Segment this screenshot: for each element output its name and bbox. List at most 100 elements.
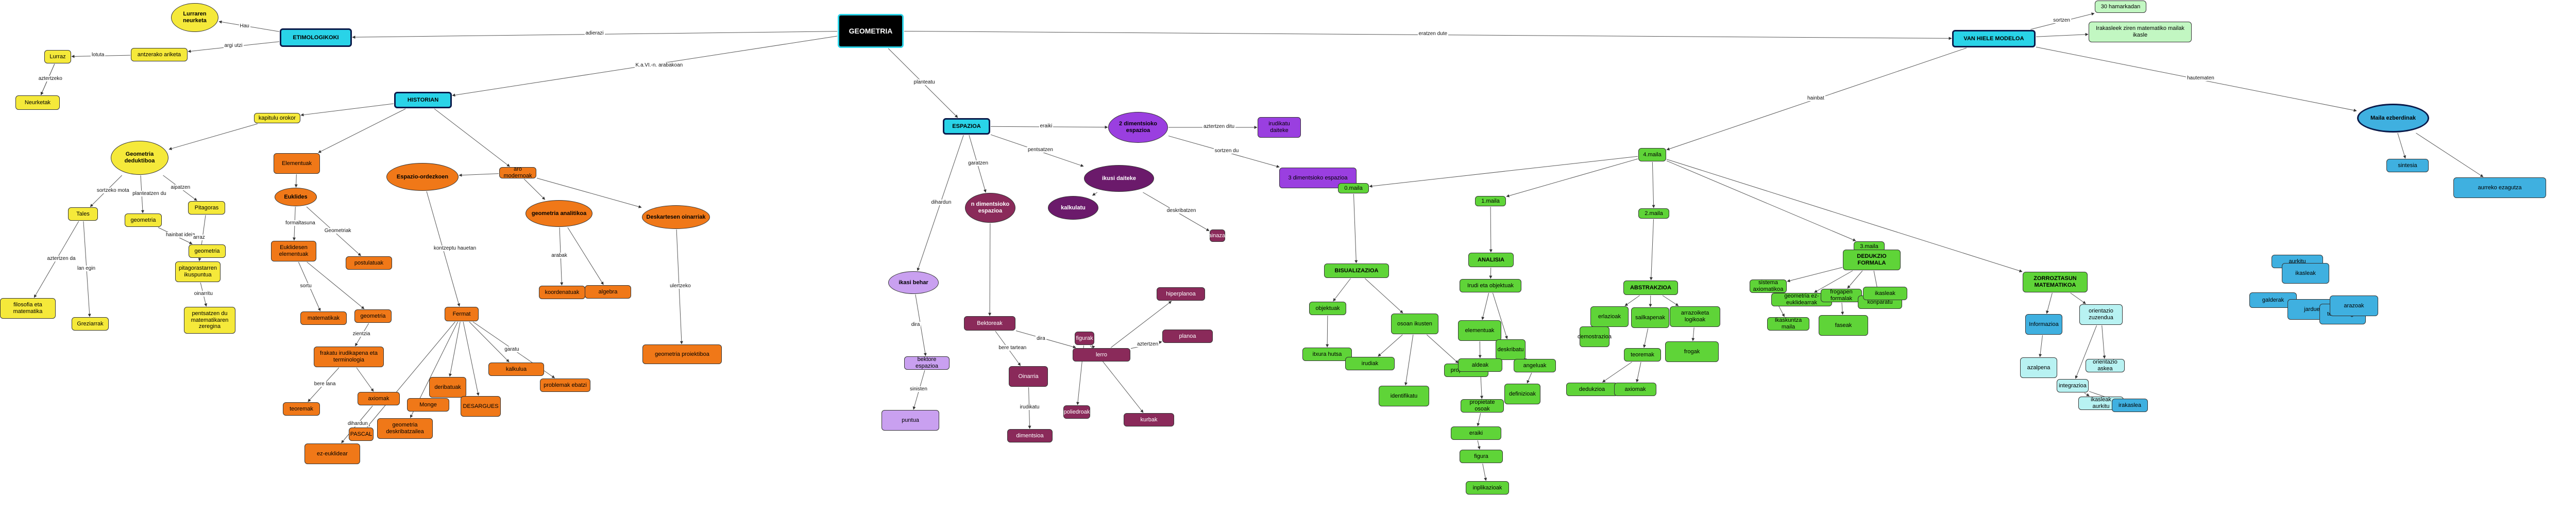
node-hierarkikoa[interactable]: Irakasleek ziren matematiko mailak ikasl… (2089, 22, 2192, 42)
node-teoremak[interactable]: teoremak (283, 402, 320, 416)
node-kalkulatu[interactable]: kalkulatu (1048, 196, 1098, 220)
node-geometria-des[interactable]: geometria deskribatzailea (377, 418, 433, 439)
node-orientazio-askea[interactable]: orientazio askea (2086, 359, 2125, 372)
node-van-hiele[interactable]: VAN HIELE MODELOA (1952, 30, 2036, 47)
node-etimologikoki[interactable]: ETIMOLOGIKOKI (280, 28, 352, 47)
node-deribatuak[interactable]: deribatuak (429, 377, 466, 398)
node-elementuak[interactable]: Elementuak (274, 153, 320, 174)
node-arrazoiketa[interactable]: arrazoiketa logikoak (1670, 306, 1720, 327)
node-sailkapenak[interactable]: sailkapenak (1631, 307, 1669, 328)
node-historia[interactable]: HISTORIAN (394, 92, 452, 108)
node-espazioa[interactable]: ESPAZIOA (943, 118, 990, 135)
node-informazioa[interactable]: Informazioa (2025, 314, 2062, 335)
node-ikaskuntza[interactable]: Ikaskuntza maila (1767, 317, 1809, 331)
node-ikasi-behar[interactable]: ikasi behar (888, 271, 939, 294)
node-oinarria[interactable]: Oinarria (1009, 366, 1048, 387)
node-lurraren-neurketa[interactable]: Lurraren neurketa (171, 3, 218, 32)
node-arazo-cons[interactable]: Euklidesen elementuak (271, 241, 316, 261)
node-geometria-grek2[interactable]: pentsatzen du matematikaren zeregina (184, 307, 235, 334)
node-n-dim[interactable]: n dimentsioko espazioa (965, 193, 1015, 223)
node-lerro[interactable]: lerro (1073, 348, 1130, 362)
node-ikusi[interactable]: ikusi daiteke (1084, 165, 1154, 192)
node-kalkulua[interactable]: kalkulua (488, 363, 544, 376)
node-aro-modern[interactable]: aro modernoak (499, 166, 536, 179)
node-zorroztasuna[interactable]: ZORROZTASUN MATEMATIKOA (2023, 272, 2088, 292)
node-objektuak0[interactable]: objektuak (1309, 302, 1346, 315)
node-pascal[interactable]: PASCAL (349, 428, 374, 441)
node-definizioak2[interactable]: definizioak (1504, 384, 1540, 404)
node-osoan[interactable]: osoan ikusten (1391, 314, 1438, 334)
node-bisualizazioa[interactable]: BISUALIZAZIOA (1324, 264, 1389, 278)
node-irakaslea[interactable]: irakaslea (2112, 399, 2148, 412)
node-figura[interactable]: figura (1460, 450, 1503, 463)
node-aldeak[interactable]: aldeak (1458, 358, 1502, 372)
node-gainazala[interactable]: gainazala (1205, 229, 1230, 242)
node-eraiki[interactable]: eraiki (1451, 426, 1501, 440)
node-bektoreak[interactable]: Bektoreak (964, 316, 1015, 331)
node-planoa[interactable]: planoa (1162, 330, 1213, 343)
node-puntua[interactable]: puntua (882, 410, 939, 431)
node-teoremak-dd[interactable]: teoremak (1624, 348, 1661, 362)
node-aztertu[interactable]: 30 hamarkadan (2095, 1, 2146, 13)
node-filosofia[interactable]: filosofia eta matematika (0, 298, 56, 319)
node-lurraz[interactable]: Lurraz (44, 50, 71, 63)
node-erdi-aroa[interactable]: Espazio-ordezkoen (386, 163, 459, 191)
node-dedukzio-m[interactable]: dedukzioa (1566, 383, 1618, 396)
node-arazoak[interactable]: arazoak (2330, 295, 2378, 316)
node-trikatu[interactable]: frakatu irudikapena eta terminologia (314, 347, 384, 367)
node-propietate-osoak[interactable]: propietate osoak (1461, 399, 1504, 413)
node-faseak[interactable]: faseak (1819, 315, 1868, 336)
node-geometria-grek[interactable]: geometria (189, 244, 226, 258)
node-frogak[interactable]: frogak (1665, 341, 1719, 362)
node-geometria-eu[interactable]: geometria (354, 309, 392, 323)
node-dedukzioa[interactable]: DEDUKZIO FORMALA (1843, 250, 1901, 270)
node-aipatzen-diren[interactable]: kapitulu orokor (254, 113, 300, 123)
node-angeluak[interactable]: angeluak (1514, 359, 1556, 372)
node-dimentsioa[interactable]: dimentsioa (1007, 429, 1053, 442)
node-ikasleak-a[interactable]: ikasleak (2282, 263, 2329, 284)
node-figurak[interactable]: figurak (1075, 332, 1094, 345)
node-neurketak[interactable]: Neurketak (15, 95, 60, 110)
node-pitagoras[interactable]: Pitagoras (188, 201, 225, 215)
node-analisia[interactable]: ANALISIA (1468, 253, 1514, 267)
node-sintesia[interactable]: sintesia (2386, 159, 2429, 172)
node-pitagoras2[interactable]: pitagorastarren ikuspuntua (175, 261, 221, 282)
node-matematikak[interactable]: matematikak (300, 311, 347, 325)
node-geometria-dedukti[interactable]: Geometria deduktiboa (111, 141, 168, 175)
node-hiperplanoa[interactable]: hiperplanoa (1157, 287, 1205, 301)
node-demostrazioa[interactable]: demostrazioa (1578, 326, 1612, 347)
node-greziarra[interactable]: Greziarrak (72, 317, 109, 331)
node-proiektiboa[interactable]: geometria proiektiboa (642, 344, 722, 364)
node-koordenatuak[interactable]: koordenatuak (539, 286, 585, 299)
node-sistema[interactable]: sistema axiomatikoa (1750, 280, 1787, 293)
node-zentzumen[interactable]: 2 dimentsioko espazioa (1108, 112, 1168, 143)
node-integrazioa[interactable]: integrazioa (2057, 379, 2089, 392)
node-irudi-elementuak[interactable]: Irudi eta objektuak (1460, 279, 1521, 292)
node-fermat[interactable]: Fermat (445, 307, 479, 321)
node-deskartes[interactable]: Deskartesen oinarriak (642, 205, 710, 229)
node-problemak-ebatz[interactable]: problemak ebatzi (540, 379, 590, 392)
node-orientazio[interactable]: orientazio zuzendua (2079, 304, 2123, 325)
node-maila0[interactable]: 0.maila (1338, 183, 1369, 193)
node-aurreko[interactable]: aurreko ezagutza (2453, 177, 2546, 198)
node-ariketa-eta-irakurtzea[interactable]: antzerako ariketa (131, 48, 188, 61)
node-elementuak-an[interactable]: elementuak (1458, 320, 1501, 341)
node-geometria-ana[interactable]: geometria analitikoa (526, 200, 592, 227)
node-bektore-esp[interactable]: bektore espazioa (904, 356, 950, 370)
node-erlazioak[interactable]: erlazioak (1590, 306, 1629, 327)
node-postulatuak[interactable]: postulatuak (346, 256, 392, 270)
node-identifikatu[interactable]: identifikatu (1379, 386, 1429, 406)
node-poliedroak[interactable]: poliedroak (1063, 405, 1090, 419)
node-ikaskuntza-maila[interactable]: Maila ezberdinak (2357, 104, 2429, 133)
node-irudikatu[interactable]: irudikatu daiteke (1258, 117, 1301, 138)
node-frogapen[interactable]: frogapen formalak (1821, 289, 1862, 302)
node-euklides[interactable]: Euklides (275, 188, 317, 206)
node-ikasleak[interactable]: ikasleak (1863, 287, 1907, 300)
node-axiomak[interactable]: axiomak (358, 392, 400, 405)
node-geometria-tales[interactable]: geometria (125, 214, 162, 227)
node-kurbak[interactable]: kurbak (1124, 413, 1174, 426)
node-tales[interactable]: Tales (68, 207, 98, 221)
node-ez-euklid[interactable]: ez-euklidear (304, 444, 360, 464)
node-irudiak[interactable]: irudiak (1345, 357, 1395, 370)
node-deskribatu[interactable]: deskribatu (1496, 339, 1526, 360)
